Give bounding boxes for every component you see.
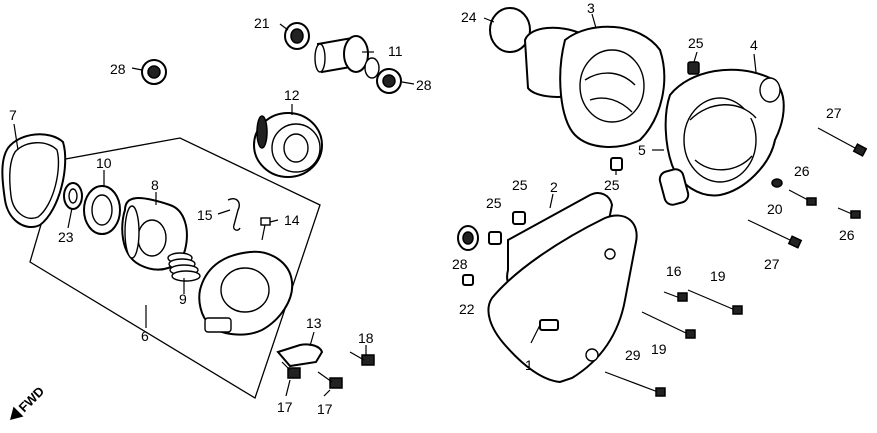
callout-15: 15 (197, 207, 213, 223)
callout-25-top: 25 (688, 35, 704, 51)
callout-6: 6 (141, 328, 149, 344)
bolt-19-top (687, 289, 743, 315)
collar-25-b (488, 231, 502, 245)
callout-28-right: 28 (416, 77, 432, 93)
bolt-26-right (837, 207, 861, 219)
bearing-21-inner (290, 28, 304, 44)
callout-7: 7 (9, 107, 17, 123)
callout-17-right: 17 (317, 401, 333, 417)
callout-23: 23 (58, 229, 74, 245)
callout-29: 29 (625, 347, 641, 363)
bolt-27-top (817, 127, 868, 157)
bolt-18 (349, 351, 375, 366)
callout-4: 4 (750, 37, 758, 53)
bearing-28-right-inner (382, 74, 396, 88)
cover-1-hole-b (604, 248, 616, 260)
cover-1 (487, 214, 638, 384)
fwd-indicator: FWD (10, 384, 48, 420)
housing-4-5 (658, 68, 785, 206)
housing-8-face (124, 205, 140, 259)
callout-19-bottom: 19 (651, 341, 667, 357)
callout-21: 21 (254, 15, 270, 31)
callout-24: 24 (461, 9, 477, 25)
callout-1: 1 (525, 357, 533, 373)
bolt-16 (663, 291, 688, 302)
washer-20 (771, 178, 783, 188)
callout-25-b: 25 (486, 195, 502, 211)
callout-12: 12 (284, 87, 300, 103)
collar-25-a (512, 211, 526, 225)
bolt-27-bottom (747, 219, 803, 249)
bolt-14 (260, 217, 271, 241)
callout-27-bottom: 27 (764, 256, 780, 272)
callout-26-mid: 26 (794, 163, 810, 179)
collar-25-top (687, 61, 700, 75)
callout-28-lower: 28 (452, 256, 468, 272)
fwd-arrow-icon (10, 406, 24, 420)
bolt-29 (604, 371, 666, 397)
callout-14: 14 (284, 212, 300, 228)
bolt-17-left (281, 361, 301, 379)
pump-body-6-bore (220, 267, 270, 313)
bolt-17-right (317, 371, 343, 389)
callout-20: 20 (767, 201, 783, 217)
bearing-28-left-inner (147, 65, 161, 79)
cover-1-tab (539, 319, 559, 331)
callout-22: 22 (459, 301, 475, 317)
o-ring-24 (489, 7, 531, 53)
seal-10-inner (91, 194, 113, 226)
pump-body-3 (523, 25, 666, 148)
bolt-19-bottom (641, 311, 696, 339)
fwd-label: FWD (16, 384, 48, 416)
callout-labels: 7 10 8 23 9 6 21 11 28 28 12 15 14 13 18… (9, 0, 855, 417)
callout-18: 18 (358, 330, 374, 346)
callout-3: 3 (587, 0, 595, 16)
callout-16: 16 (666, 263, 682, 279)
oil-seal-23-inner (68, 188, 78, 204)
spring-9 (167, 252, 201, 282)
callout-11: 11 (388, 43, 403, 59)
housing-8-bore (137, 219, 167, 257)
pump-body-6-foot (204, 317, 232, 333)
collar-25-mid (610, 157, 623, 171)
bearing-28-lower-inner (462, 231, 474, 245)
rotor-12 (253, 112, 323, 178)
shaft-gear-11 (314, 35, 380, 79)
callout-26-right: 26 (839, 227, 855, 243)
callout-8: 8 (151, 177, 159, 193)
callout-25-mid: 25 (604, 177, 620, 193)
callout-10: 10 (96, 155, 112, 171)
gasket-7-inner (9, 142, 60, 219)
callout-9: 9 (179, 291, 187, 307)
callout-2: 2 (550, 179, 558, 195)
callout-28-left: 28 (110, 61, 126, 77)
callout-5: 5 (638, 142, 646, 158)
callout-25-a: 25 (512, 177, 528, 193)
cover-1-hole-a (585, 348, 599, 362)
callout-13: 13 (306, 315, 322, 331)
clamp-13 (276, 343, 324, 368)
bolt-26-mid (788, 189, 817, 206)
clip-15 (227, 198, 241, 231)
callout-17-left: 17 (277, 399, 293, 415)
nut-22 (462, 274, 474, 286)
callout-19-top: 19 (710, 268, 726, 284)
leader-lines (13, 13, 757, 397)
callout-27-top: 27 (826, 105, 842, 121)
